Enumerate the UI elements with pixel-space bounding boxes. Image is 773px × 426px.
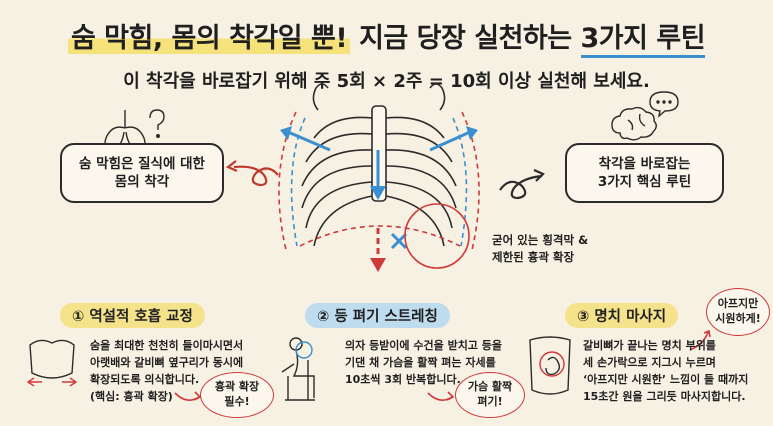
curly-arrow-left [225, 160, 279, 187]
torso-breathing-icon [26, 339, 78, 387]
routine-3-body: 갈비뼈가 끝나는 명치 부위를 세 손가락으로 지그시 누르며 ‘아프지만 시원… [583, 339, 749, 404]
diagram-note-line1: 굳어 있는 횡격막 & [492, 233, 589, 247]
routine-1-callout-line1: 흉곽 확장 [214, 380, 260, 394]
routine-2-body: 의자 등받이에 수건을 받치고 등을 기댄 채 가슴을 활짝 펴는 자세를 10… [345, 339, 502, 387]
restricted-diaphragm-icon [370, 203, 470, 272]
left-box-line1: 숨 막힘은 질식에 대한 [79, 155, 205, 172]
curly-arrow-right [499, 168, 545, 200]
massage-hand-icon [529, 336, 571, 395]
routine-3-title-text: 명치 마사지 [594, 309, 667, 325]
page-subtitle: 이 착각을 바로잡기 위해 주 5회 × 2주 = 10회 이상 실천해 보세요… [123, 71, 650, 92]
routine-3-title: ③ 명치 마사지 [565, 303, 679, 328]
right-explanation-box: 착각을 바로잡는 3가지 핵심 루틴 [565, 143, 724, 203]
routine-1-title-text: 역설적 호흡 교정 [89, 309, 193, 325]
routine-3-callout-line1: 아프지만 [717, 297, 759, 311]
routine-3-number: ③ [577, 309, 590, 325]
diagram-note: 굳어 있는 횡격막 & 제한된 흉곽 확장 [492, 232, 588, 265]
right-box-line2: 3가지 핵심 루틴 [597, 174, 692, 190]
routine-1-title: ① 역설적 호흡 교정 [60, 303, 205, 328]
routine-2-callout-line1: 가슴 활짝 [467, 380, 513, 394]
right-box-line1: 착각을 바로잡는 [598, 155, 691, 172]
routine-2-callout: 가슴 활짝 펴기! [455, 372, 525, 418]
routine-1-callout: 흉곽 확장 필수! [200, 372, 274, 418]
diagram-note-line2: 제한된 흉곽 확장 [492, 249, 575, 264]
routine-2-number: ② [317, 309, 330, 325]
callout-arrows [174, 329, 711, 401]
chair-stretch-icon [281, 337, 315, 401]
routine-1-number: ① [72, 309, 85, 325]
routine-2-title-text: 등 펴기 스트레칭 [334, 309, 438, 325]
title-middle: 지금 당장 실천하는 [350, 23, 581, 54]
brain-speech-icon [611, 91, 679, 141]
routine-1-callout-line2: 필수! [224, 395, 250, 408]
dashed-outlines [278, 111, 480, 251]
left-box-line2: 몸의 착각 [114, 174, 170, 190]
routine-2-callout-line2: 펴기! [477, 395, 503, 408]
left-explanation-box: 숨 막힘은 질식에 대한 몸의 착각 [60, 143, 224, 203]
breathing-arrows [280, 126, 478, 200]
title-highlight: 숨 막힘, 몸의 착각일 뿐! [67, 23, 351, 54]
title-underlined: 3가지 루틴 [580, 23, 706, 58]
page-title: 숨 막힘, 몸의 착각일 뿐! 지금 당장 실천하는 3가지 루틴 [0, 16, 773, 58]
routine-1-body: 숨을 최대한 천천히 들이마시면서 아랫배와 갈비뼈 옆구리가 동시에 확장되도… [90, 339, 244, 404]
routine-2-title: ② 등 펴기 스트레칭 [305, 303, 450, 328]
routine-3-callout-line2: 시원하게! [715, 312, 761, 325]
routine-3-callout: 아프지만 시원하게! [706, 288, 770, 336]
